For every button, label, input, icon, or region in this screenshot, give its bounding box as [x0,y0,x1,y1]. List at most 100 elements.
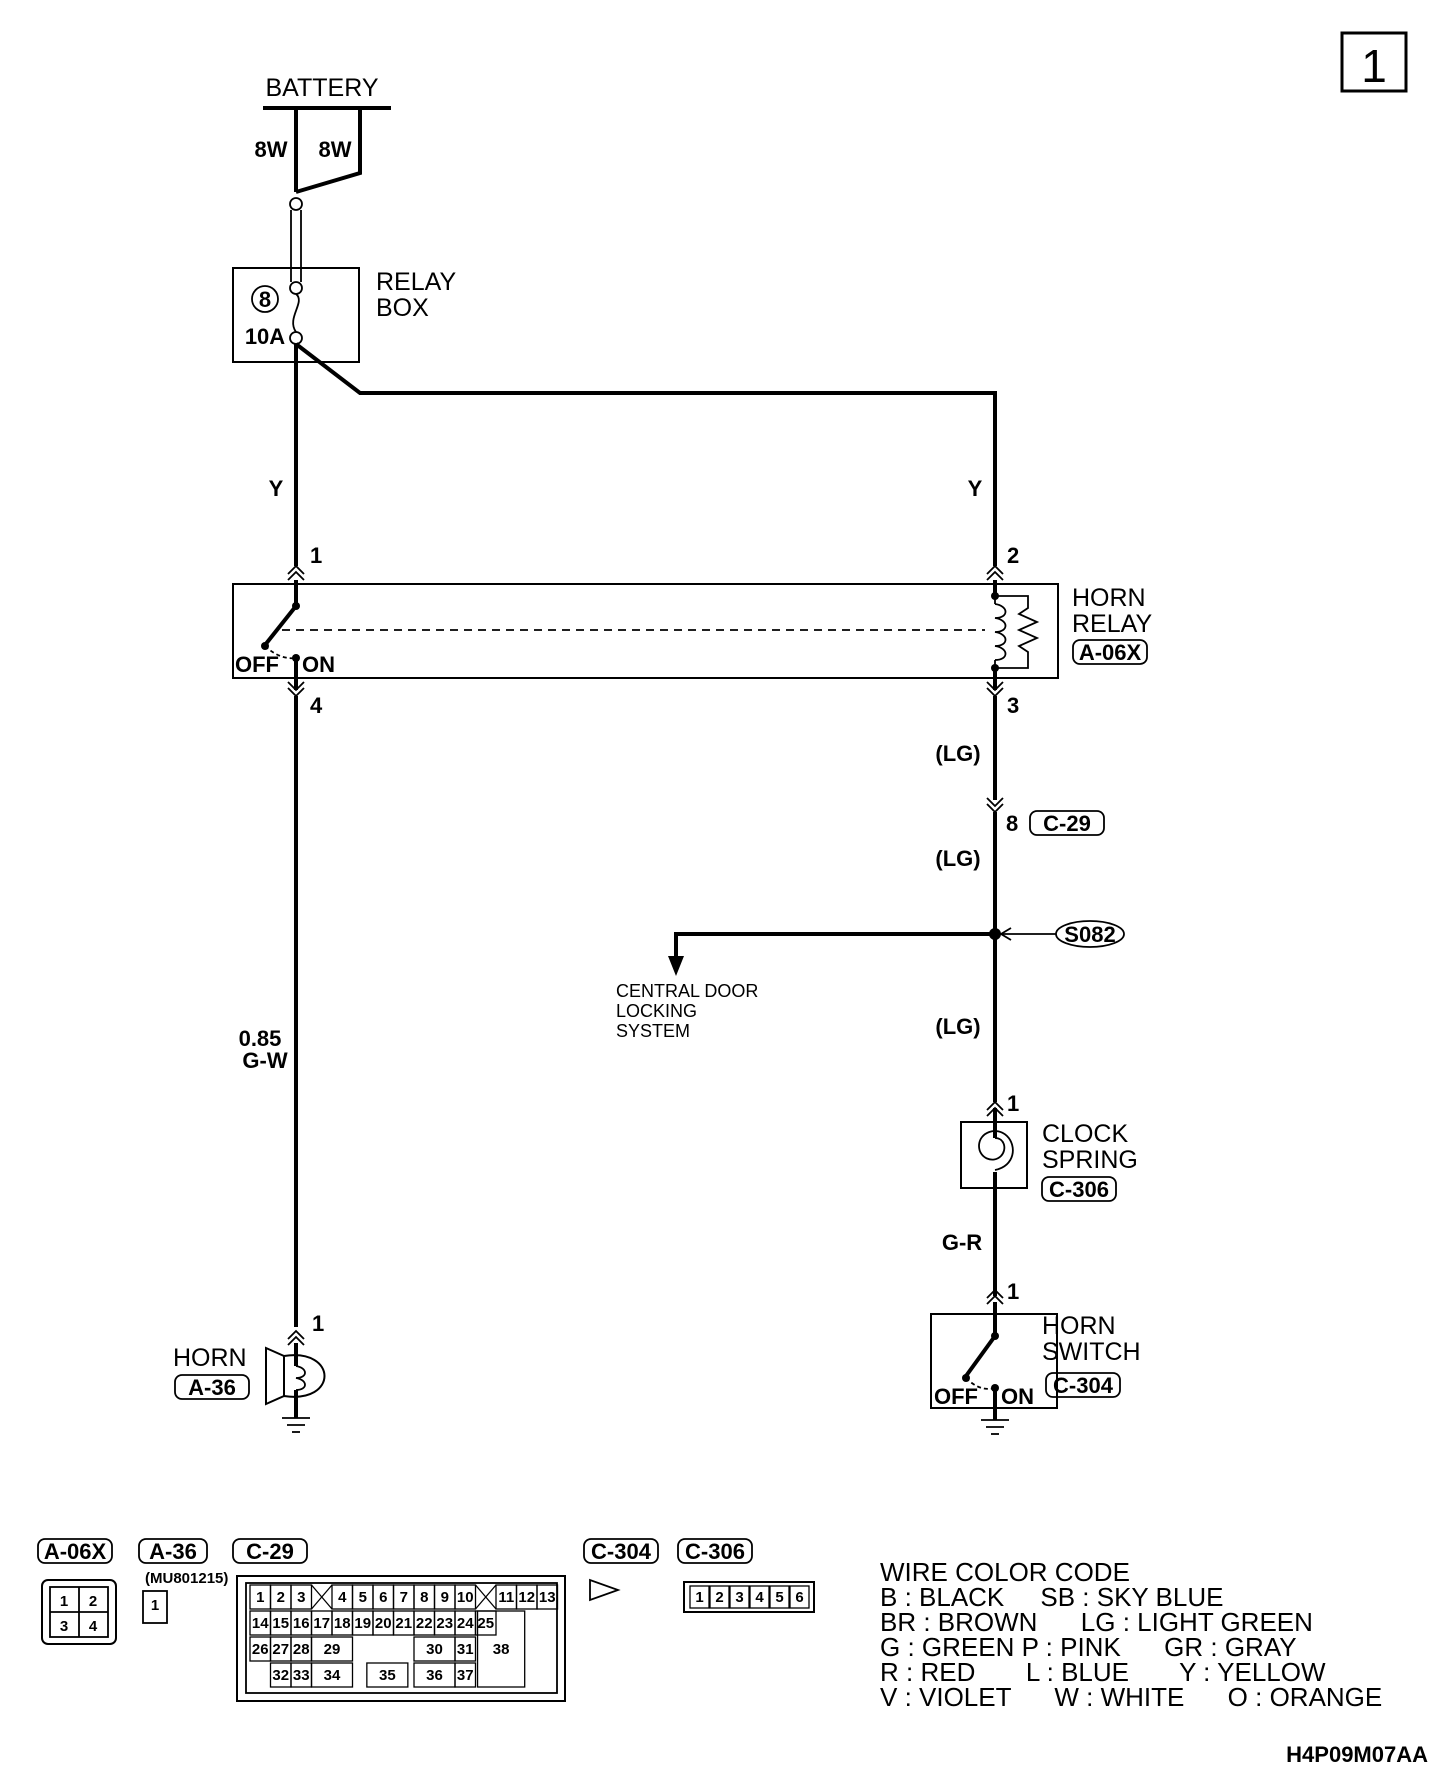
c29-pin: 8 [1006,811,1018,836]
horn-relay-pin1: 1 [310,543,322,568]
horn-pin: 1 [312,1311,324,1336]
a06x-pin-1: 1 [60,1593,68,1610]
c29-pin-22: 22 [416,1615,433,1632]
wire-lg-label-2: (LG) [935,846,980,871]
wire-y-right [294,342,997,566]
legend-line-1: B : BLACK SB : SKY BLUE [880,1582,1223,1612]
horn-body-icon [265,1346,326,1406]
a06x-pin-4: 4 [89,1618,98,1635]
horn-switch-label-2: SWITCH [1042,1338,1141,1366]
c29-pin-23: 23 [436,1615,453,1632]
c29-pin-34: 34 [324,1667,341,1684]
connector-mark-pin2 [986,564,1004,575]
c29-pin-14: 14 [252,1615,269,1632]
horn-connector-tag [174,1374,250,1400]
c306-body [683,1581,815,1613]
c304-view-tag [583,1538,659,1564]
central-door-label-2: LOCKING [616,1001,697,1021]
c304-view-tag-label: C-304 [591,1539,652,1564]
wire-lg-label-3: (LG) [935,1014,980,1039]
splice-pointer-head [999,927,1012,941]
connector-mark-horn [287,1329,305,1340]
splice-label: S082 [1064,922,1115,947]
a06x-tag [37,1538,113,1564]
c29-pin-32: 32 [272,1667,289,1684]
clock-spring-icon [978,1130,1014,1171]
connector-mark-pin2b [986,570,1004,581]
horn-relay-label-1: HORN [1072,584,1146,612]
wire-central-door [674,932,995,960]
c29-pin-15: 15 [272,1615,289,1632]
relay-box-upper-terminal [289,281,303,295]
relay-box-lower-terminal [289,331,303,345]
connector-mark-pin3b [986,681,1004,692]
relay-off-label: OFF [235,652,279,677]
a06x-pin-2: 2 [89,1593,97,1610]
c306-pin-4-cell [749,1585,770,1609]
c29-blank-cross [311,1584,333,1610]
c29-pin-19: 19 [354,1615,371,1632]
c29-pin-9: 9 [441,1589,449,1606]
connector-mark-c29b [986,797,1004,808]
horn-relay-label-2: RELAY [1072,610,1152,638]
c306-pin-4: 4 [755,1589,764,1606]
relay-box-label-1: RELAY [376,268,456,296]
c29-pin-12: 12 [518,1589,535,1606]
c29-view-outer [236,1575,566,1702]
horn-relay-connector: A-06X [1079,640,1142,665]
c29-pin-3-cell [290,1584,313,1610]
connector-mark-horn-b [287,1335,305,1346]
clock-spring-label-2: SPRING [1042,1146,1138,1174]
central-door-label-1: CENTRAL DOOR [616,981,758,1001]
c29-pin-31: 31 [457,1641,474,1658]
c29-pin-5: 5 [359,1589,367,1606]
c29-pin-3: 3 [297,1589,305,1606]
c29-pin-2: 2 [277,1589,285,1606]
c29-pin-38-cell [476,1610,526,1688]
fuse-icon [292,293,300,333]
horn-switch-connector-tag [1045,1372,1121,1398]
horn-switch-on-label: ON [1001,1384,1034,1409]
legend-line-3: G : GREEN P : PINK GR : GRAY [880,1632,1297,1662]
c306-pin-6: 6 [795,1589,803,1606]
horn-relay-pin4: 4 [310,693,323,718]
c29-pin-30: 30 [426,1641,443,1658]
a36-tag-label: A-36 [149,1539,197,1564]
c29-pin-37-cell [454,1662,477,1688]
c29-pin-4: 4 [338,1589,347,1606]
c29-pin-18: 18 [334,1615,351,1632]
page-number-box [1340,31,1408,93]
horn-relay-connector-tag [1072,639,1148,665]
a06x-outer [41,1579,117,1645]
wire-y-left-label: Y [269,476,284,501]
clock-spring-connector-tag [1041,1176,1117,1202]
fuse-number: 8 [259,287,271,312]
a36-body [142,1590,168,1624]
horn-switch-blade [964,1334,997,1378]
horn-relay-outline [232,583,1059,679]
c306-pin-5: 5 [775,1589,783,1606]
horn-switch-label-1: HORN [1042,1312,1116,1340]
c306-pin-2-cell [709,1585,730,1609]
wire-lg-label-1: (LG) [935,741,980,766]
horn-relay-pin3: 3 [1007,693,1019,718]
clock-spring-label-1: CLOCK [1042,1120,1128,1148]
c29-pin-33: 33 [293,1667,310,1684]
relay-switch-blade [263,604,298,647]
c29-connector-tag [1029,810,1105,836]
a06x-pin-3: 3 [60,1618,68,1635]
horn-relay-pin2: 2 [1007,543,1019,568]
c29-view-tag [232,1538,308,1564]
c29-pin-27: 27 [272,1641,289,1658]
c29-pin-21: 21 [395,1615,412,1632]
c29-pin-7: 7 [400,1589,408,1606]
horn-label: HORN [173,1344,247,1372]
c29-pin-13-cell [536,1584,559,1610]
legend-line-5: V : VIOLET W : WHITE O : ORANGE [880,1682,1382,1712]
relay-coil-icon [994,603,1007,661]
central-door-label-3: SYSTEM [616,1021,690,1041]
horn-switch-travel [965,1377,996,1390]
c29-pin-35-cell [366,1662,409,1688]
